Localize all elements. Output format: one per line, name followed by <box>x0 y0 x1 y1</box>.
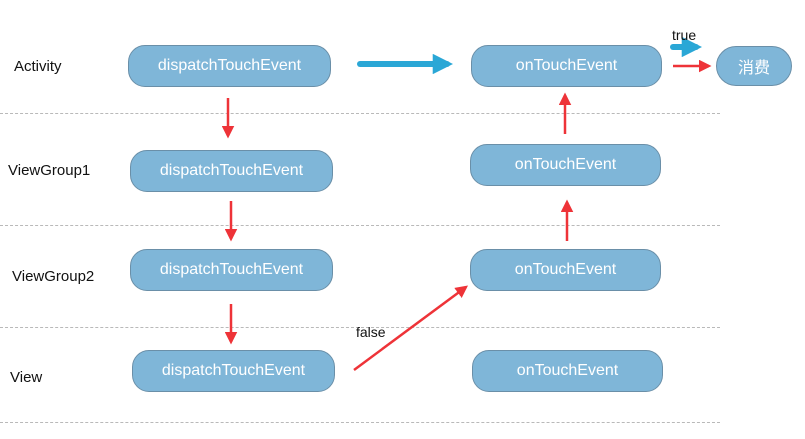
row-label-view: View <box>10 369 43 386</box>
row-divider <box>0 113 720 114</box>
node-dispatch-view: dispatchTouchEvent <box>132 350 335 392</box>
edge-label-true: true <box>672 27 697 43</box>
edge-label-false: false <box>356 324 386 340</box>
node-dispatch-viewgroup1: dispatchTouchEvent <box>130 150 333 192</box>
arrow-false <box>353 285 469 372</box>
node-consume: 消费 <box>716 46 792 86</box>
row-divider <box>0 327 720 328</box>
node-ontouch-viewgroup1: onTouchEvent <box>470 144 661 186</box>
node-ontouch-viewgroup2: onTouchEvent <box>470 249 661 291</box>
row-label-viewgroup2: ViewGroup2 <box>12 268 95 285</box>
node-ontouch-activity: onTouchEvent <box>471 45 662 87</box>
node-dispatch-viewgroup2: dispatchTouchEvent <box>130 249 333 291</box>
row-label-viewgroup1: ViewGroup1 <box>8 162 91 179</box>
node-ontouch-view: onTouchEvent <box>472 350 663 392</box>
node-dispatch-activity: dispatchTouchEvent <box>128 45 331 87</box>
row-divider <box>0 422 720 423</box>
row-divider <box>0 225 720 226</box>
row-label-activity: Activity <box>14 58 62 75</box>
